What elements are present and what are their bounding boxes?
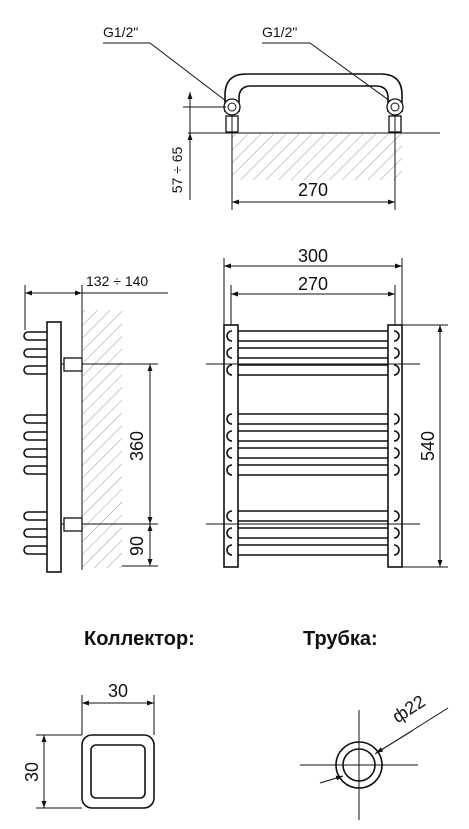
side-tube-end <box>23 365 47 375</box>
front-tube <box>226 464 400 476</box>
bottom-offset-label: 90 <box>127 536 147 556</box>
top-view: G1/2" G1/2" 57 ÷ 65 270 <box>103 24 440 210</box>
front-tube <box>226 364 400 376</box>
side-tube-end <box>23 448 47 458</box>
center-width-label: 270 <box>298 274 328 294</box>
tube-heading: Трубка: <box>303 628 378 650</box>
bracket-lower <box>63 517 83 532</box>
thread-label-left: G1/2" <box>103 24 138 40</box>
side-tube-end <box>23 414 47 424</box>
wall-gap-label: 57 ÷ 65 <box>169 146 185 193</box>
side-tubes <box>23 331 47 555</box>
depth-label: 132 ÷ 140 <box>86 273 148 289</box>
front-tubes <box>226 330 400 556</box>
front-collector-left <box>223 324 239 568</box>
front-tube <box>226 330 400 342</box>
collector-heading: Коллектор: <box>84 628 195 650</box>
front-tube <box>226 413 400 425</box>
wall-hatch-top <box>232 134 402 180</box>
front-collector-right <box>387 324 403 568</box>
side-view: 132 ÷ 140 360 90 <box>23 273 168 573</box>
side-tube-end <box>23 545 47 555</box>
front-view: 300 270 540 <box>206 246 448 568</box>
side-tube-end <box>23 465 47 475</box>
bracket-upper <box>63 357 83 372</box>
overall-height-label: 540 <box>418 431 438 461</box>
side-tube-end <box>23 431 47 441</box>
connection-height-label: 360 <box>127 431 147 461</box>
center-distance-top: 270 <box>298 180 328 200</box>
front-tube <box>226 527 400 539</box>
side-tube-end <box>23 331 47 341</box>
collector-width-label: 30 <box>108 681 128 701</box>
side-tube-end <box>23 348 47 358</box>
u-pipe-top <box>224 73 403 112</box>
collector-height-label: 30 <box>22 762 42 782</box>
side-collector <box>46 321 62 573</box>
tube-diameter-label: ф22 <box>389 691 429 727</box>
front-tube <box>226 347 400 359</box>
collector-outer <box>81 734 155 809</box>
front-tube <box>226 544 400 556</box>
overall-width-label: 300 <box>298 246 328 266</box>
tube-section: Трубка: ф22 <box>300 628 449 820</box>
tube-inner <box>342 748 376 782</box>
collector-inner <box>90 744 146 799</box>
side-tube-end <box>23 528 47 538</box>
wall-hatch-side <box>82 310 122 568</box>
front-tube <box>226 447 400 459</box>
thread-label-right: G1/2" <box>262 24 297 40</box>
front-tube <box>226 510 400 522</box>
tube-outer <box>335 741 383 789</box>
collector-section: Коллектор: 30 30 <box>22 628 195 809</box>
front-tube <box>226 430 400 442</box>
side-tube-end <box>23 511 47 521</box>
